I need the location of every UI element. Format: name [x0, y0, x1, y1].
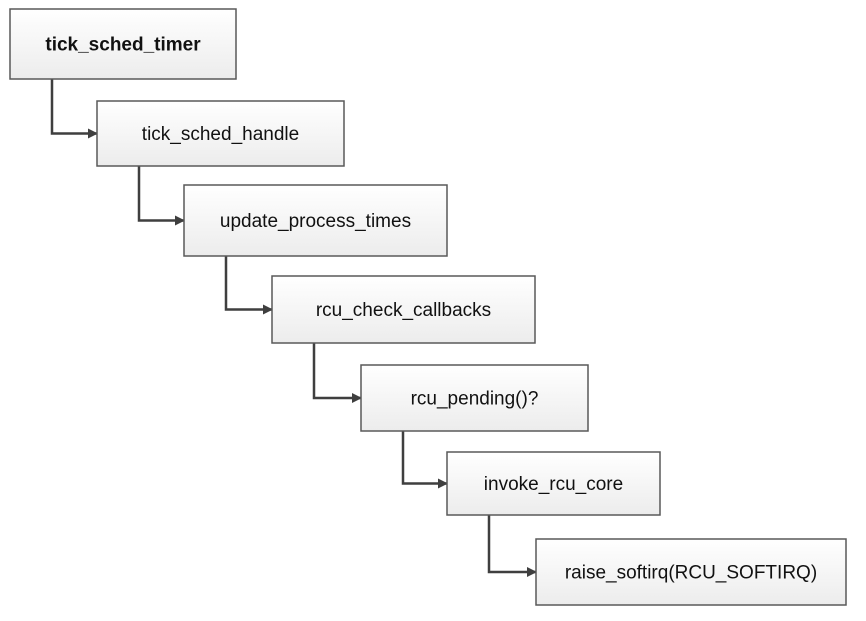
- node-box: [183, 184, 448, 257]
- node-box: [271, 275, 536, 344]
- node-update-process-times: update_process_times: [183, 184, 448, 257]
- node-rcu-check-callbacks: rcu_check_callbacks: [271, 275, 536, 344]
- node-box: [446, 451, 661, 516]
- node-label: invoke_rcu_core: [484, 474, 623, 495]
- node-box: [9, 8, 237, 80]
- connector-arrow: [401, 431, 448, 489]
- connector-arrow: [487, 515, 537, 577]
- node-label: update_process_times: [220, 211, 411, 232]
- node-label: rcu_check_callbacks: [316, 300, 491, 321]
- connector-arrow: [137, 166, 185, 226]
- node-tick-sched-timer: tick_sched_timer: [9, 8, 237, 80]
- node-label: tick_sched_handle: [142, 124, 299, 145]
- node-rcu-pending: rcu_pending()?: [360, 364, 589, 432]
- node-layer: tick_sched_timer tick_sched_handle update_…: [9, 8, 847, 606]
- connector-arrow: [50, 79, 98, 139]
- node-box: [535, 538, 847, 606]
- node-label: rcu_pending()?: [411, 389, 539, 410]
- node-raise-softirq: raise_softirq(RCU_SOFTIRQ): [535, 538, 847, 606]
- node-label: tick_sched_timer: [45, 35, 201, 56]
- node-tick-sched-handle: tick_sched_handle: [96, 100, 345, 167]
- node-box: [96, 100, 345, 167]
- connector-arrow: [312, 343, 362, 403]
- node-box: [360, 364, 589, 432]
- node-label: raise_softirq(RCU_SOFTIRQ): [565, 563, 817, 584]
- connector-layer: [50, 79, 537, 577]
- node-invoke-rcu-core: invoke_rcu_core: [446, 451, 661, 516]
- connector-arrow: [224, 256, 273, 315]
